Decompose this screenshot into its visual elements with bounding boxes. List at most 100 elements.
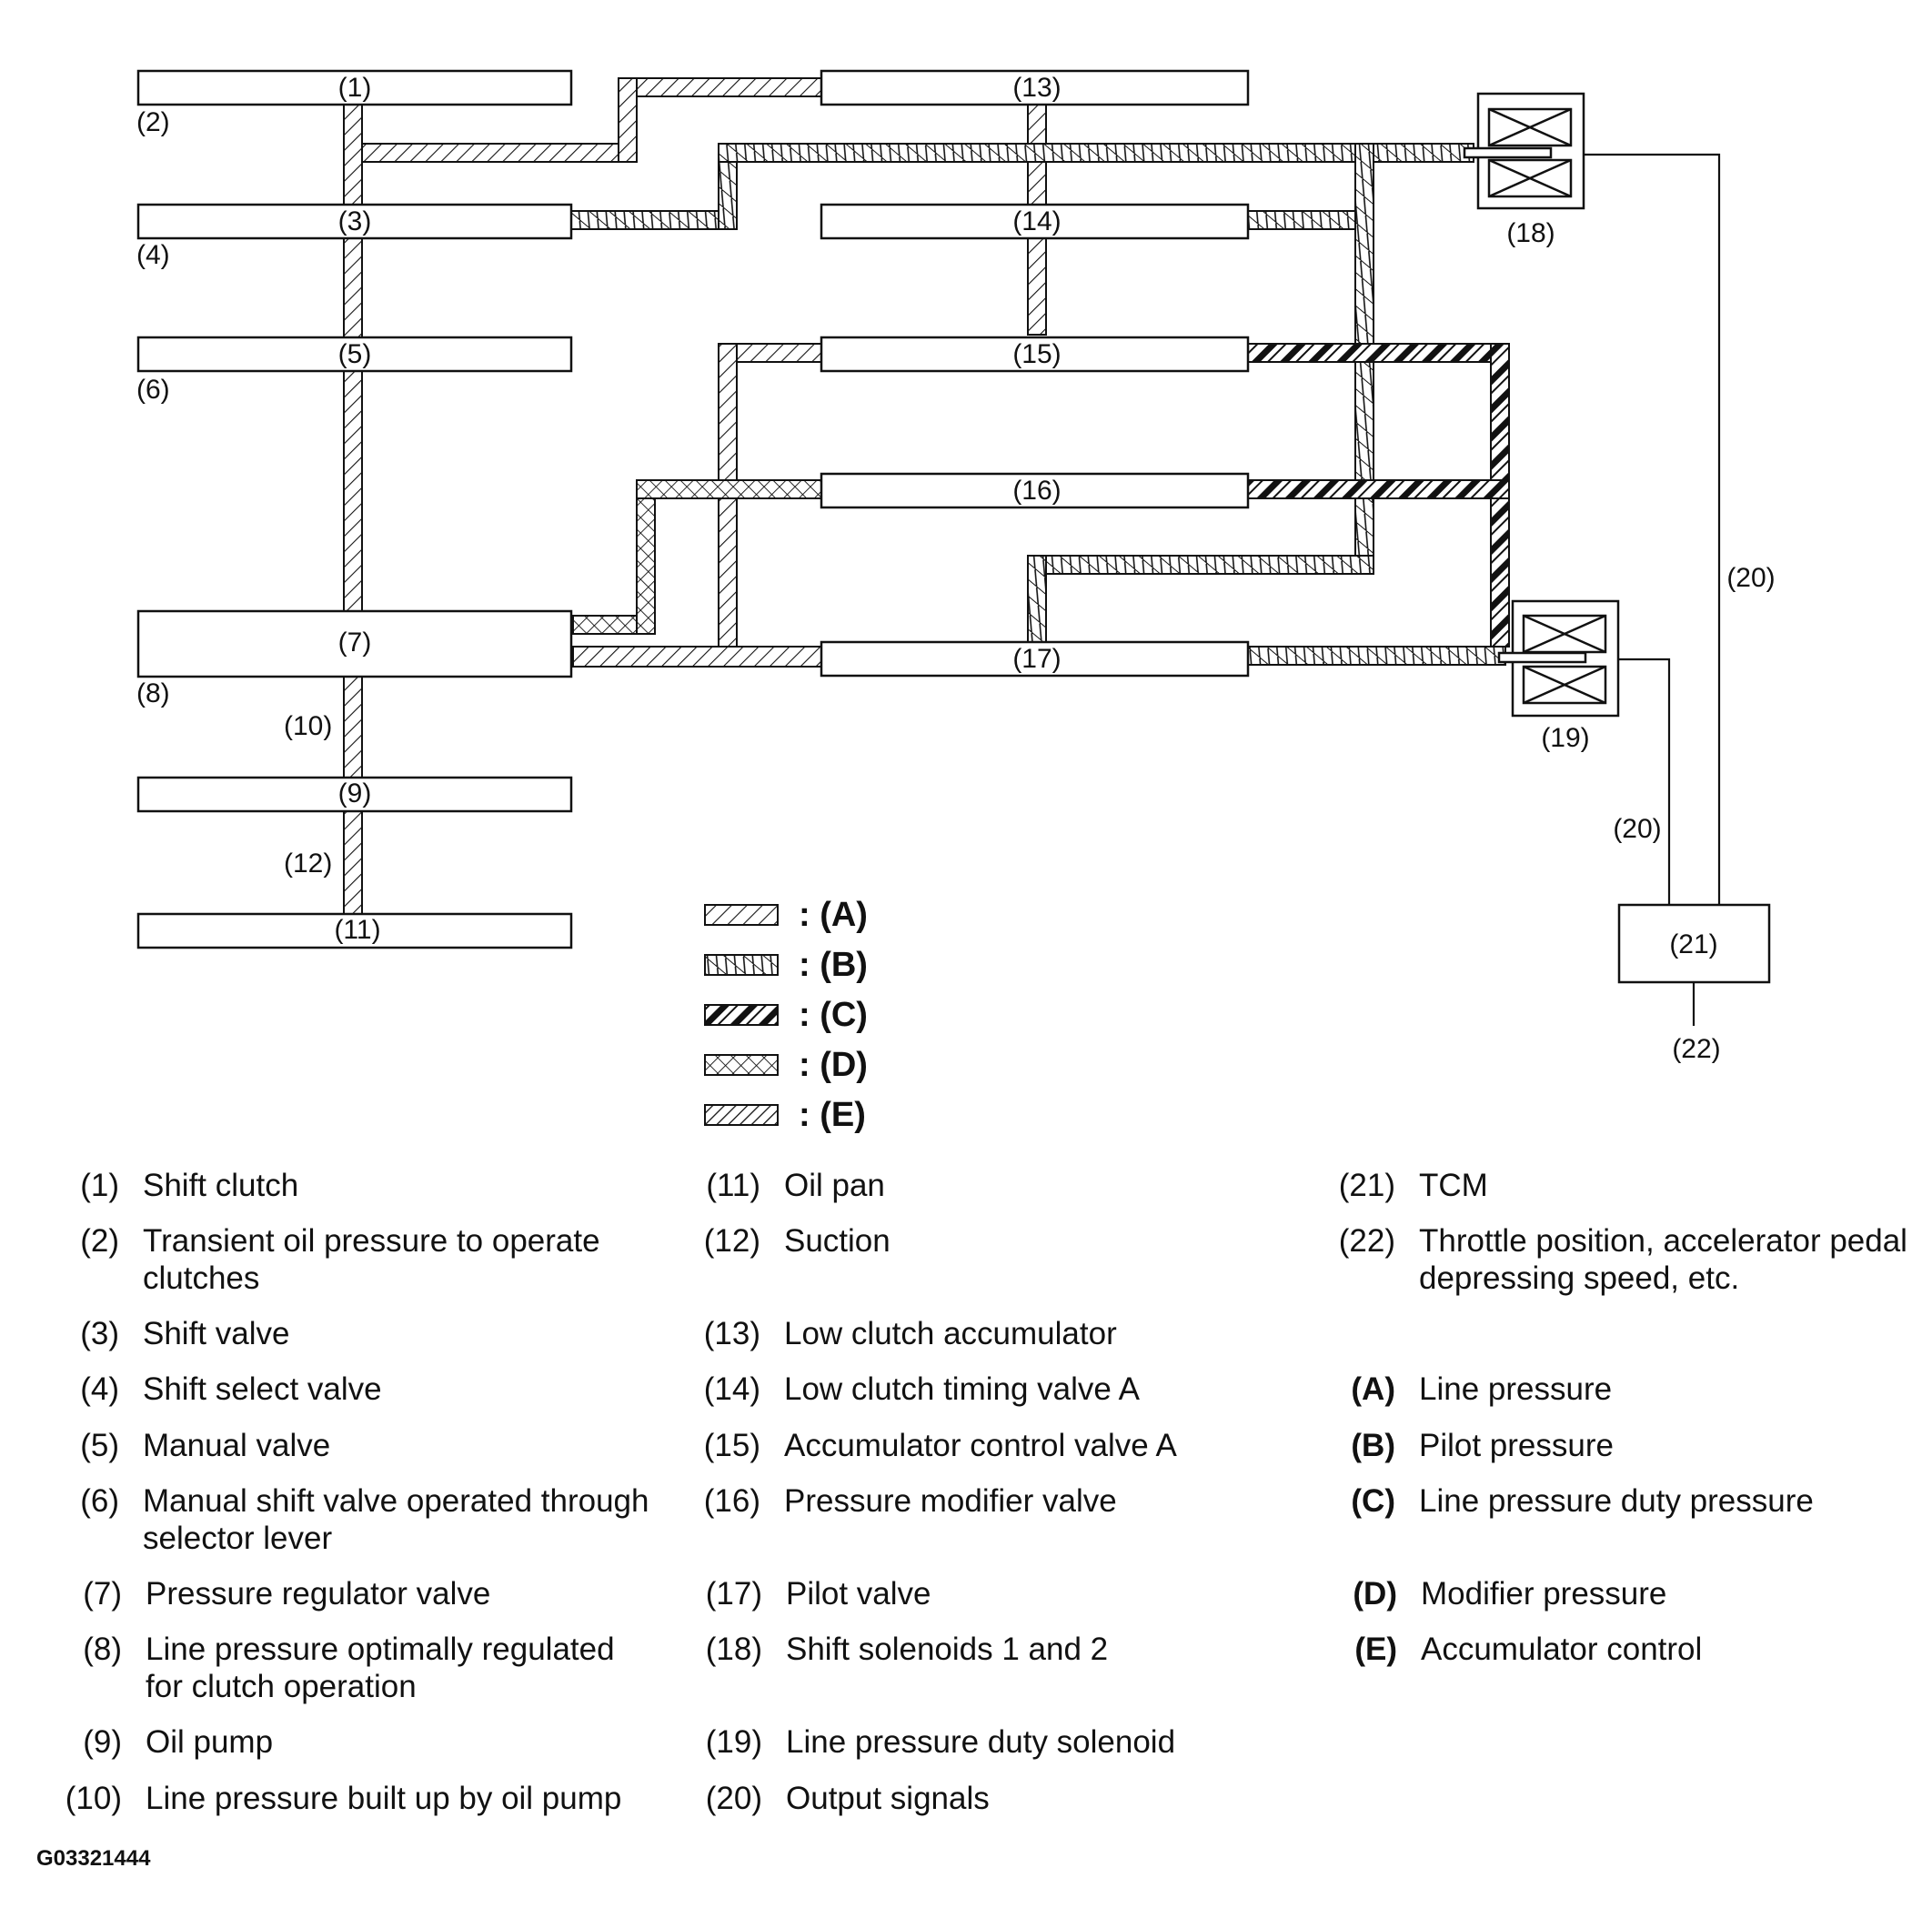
label-17: (17): [1012, 644, 1061, 674]
label-4: (4): [136, 240, 170, 270]
passage-b-to-17-h: [1027, 555, 1374, 575]
caption-text: Pilot valve: [786, 1576, 931, 1612]
caption-num: (17): [705, 1576, 762, 1612]
caption-text: Line pressure built up by oil pump: [146, 1781, 622, 1816]
caption-text: Modifier pressure: [1421, 1576, 1667, 1612]
caption-text: Accumulator control: [1421, 1632, 1703, 1667]
caption-num: (5): [80, 1428, 119, 1463]
valve-17: [820, 640, 1250, 678]
caption-item: (B) Pilot pressure: [1351, 1427, 1910, 1464]
caption-num: (B): [1351, 1428, 1395, 1463]
caption-item: (6) Manual shift valve operated through s…: [80, 1482, 652, 1557]
caption-text: Low clutch timing valve A: [784, 1371, 1141, 1407]
caption-item: (10)Line pressure built up by oil pump: [65, 1780, 691, 1817]
caption-text: Low clutch accumulator: [784, 1316, 1117, 1351]
caption-num: (8): [83, 1632, 122, 1667]
legend-swatch-a: [704, 904, 779, 926]
legend-swatch-b: [704, 954, 779, 976]
legend: [704, 904, 779, 1126]
caption-text: Shift clutch: [143, 1168, 299, 1203]
caption-item: (12)Suction: [704, 1222, 1293, 1260]
caption-num: (15): [703, 1428, 760, 1463]
label-10: (10): [284, 711, 332, 741]
passage-a-7-17: [572, 646, 822, 668]
valve-9: [136, 776, 573, 813]
caption-text: Line pressure duty solenoid: [786, 1724, 1176, 1760]
caption-num: (E): [1354, 1632, 1397, 1667]
valve-3: [136, 203, 573, 240]
caption-num: (2): [80, 1223, 119, 1259]
caption-item: (C) Line pressure duty pressure: [1351, 1482, 1910, 1520]
caption-num: (7): [83, 1576, 122, 1612]
caption-item: (11) Oil pan: [706, 1167, 1293, 1204]
caption-text: Oil pan: [784, 1168, 885, 1203]
label-6: (6): [136, 375, 170, 405]
label-14: (14): [1012, 206, 1061, 236]
legend-key-b: : (B): [799, 946, 868, 984]
label-1: (1): [338, 73, 372, 103]
label-9: (9): [338, 778, 372, 808]
solenoid-18: [1463, 92, 1585, 210]
caption-text: Line pressure duty pressure: [1419, 1483, 1814, 1519]
caption-item: (13) Low clutch accumulator: [704, 1315, 1293, 1352]
caption-text: Line pressure optimally regulated for cl…: [146, 1632, 615, 1704]
caption-num: (13): [703, 1316, 760, 1351]
caption-item: (E) Accumulator control: [1354, 1631, 1912, 1668]
caption-item: (14)Low clutch timing valve A: [704, 1371, 1293, 1408]
caption-text: Oil pump: [146, 1724, 274, 1760]
caption-num: (6): [80, 1483, 119, 1519]
caption-item: (22)Throttle position, accelerator pedal…: [1339, 1222, 1910, 1297]
caption-text: Pilot pressure: [1419, 1428, 1614, 1463]
legend-key-a: : (A): [799, 896, 868, 934]
caption-text: Shift solenoids 1 and 2: [786, 1632, 1109, 1667]
passage-b-to-17-v: [1027, 555, 1047, 648]
oil-passages: [343, 77, 1510, 915]
caption-item: (15) Accumulator control valve A: [704, 1427, 1293, 1464]
caption-text: Manual valve: [143, 1428, 331, 1463]
caption-item: (4)Shift select valve: [80, 1371, 652, 1408]
valves: [136, 69, 1771, 984]
caption-item: (D)Modifier pressure: [1353, 1575, 1912, 1612]
caption-item: (20) Output signals: [706, 1780, 1295, 1817]
label-3: (3): [338, 206, 372, 236]
caption-text: Manual shift valve operated through sele…: [143, 1483, 649, 1556]
caption-num: (A): [1351, 1371, 1395, 1407]
caption-text: Shift valve: [143, 1316, 290, 1351]
label-20-lower: (20): [1613, 814, 1661, 844]
tcm-box: [1617, 903, 1771, 984]
caption-item: (16)Pressure modifier valve: [704, 1482, 1293, 1520]
passage-d-to-16: [636, 479, 822, 499]
valve-15: [820, 336, 1250, 373]
caption-text: Pressure modifier valve: [784, 1483, 1117, 1519]
label-16: (16): [1012, 476, 1061, 506]
caption-item: (1) Shift clutch: [80, 1167, 652, 1204]
passage-c-15-right: [1247, 343, 1510, 363]
solenoid-19: [1497, 599, 1620, 718]
caption-num: (19): [705, 1724, 762, 1760]
label-2: (2): [136, 107, 170, 137]
legend-keys: : (A) : (B) : (C) : (D) : (E): [799, 896, 868, 1134]
caption-num: (3): [80, 1316, 119, 1351]
caption-text: Transient oil pressure to operate clutch…: [143, 1223, 600, 1296]
passage-d-riser: [636, 479, 656, 635]
caption-item: (17) Pilot valve: [706, 1575, 1295, 1612]
valve-16: [820, 472, 1250, 509]
caption-num: (1): [80, 1168, 119, 1203]
valve-5: [136, 336, 573, 373]
passage-a-to-13-h2: [636, 77, 822, 97]
label-21: (21): [1669, 929, 1717, 959]
caption-text: Accumulator control valve A: [784, 1428, 1177, 1463]
caption-text: Output signals: [786, 1781, 990, 1816]
legend-key-d: : (D): [799, 1046, 868, 1084]
caption-item: (21)TCM: [1339, 1167, 1910, 1204]
passage-a-to-13-v: [618, 77, 638, 163]
caption-text: Shift select valve: [143, 1371, 382, 1407]
figure-id: G03321444: [36, 1846, 151, 1871]
passage-c-16-right: [1247, 479, 1510, 499]
caption-num: (C): [1351, 1483, 1395, 1519]
caption-num: (11): [706, 1168, 760, 1203]
caption-num: (20): [705, 1781, 762, 1816]
valve-13: [820, 69, 1250, 106]
label-11: (11): [334, 915, 380, 945]
